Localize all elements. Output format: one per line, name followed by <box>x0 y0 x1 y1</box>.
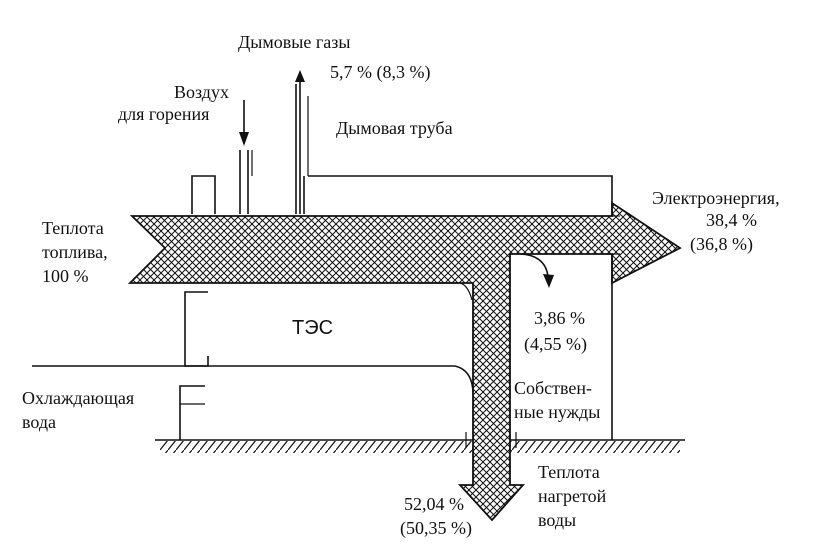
flue-gases-value: 5,7 % (8,3 %) <box>330 62 430 83</box>
main-flow-arrow <box>127 201 682 522</box>
hot-water-label-line3: воды <box>538 510 576 530</box>
chimney-label: Дымовая труба <box>336 118 453 138</box>
air-label-line1: Воздух <box>174 82 229 102</box>
aux-label-line2: ные нужды <box>514 402 600 422</box>
hot-water-ticks <box>465 432 517 448</box>
electricity-ticks <box>604 215 620 255</box>
flue-gas-arrow <box>295 70 305 214</box>
fuel-label-line1: Теплота <box>42 218 104 238</box>
electricity-value-1: 38,4 % <box>706 210 757 230</box>
aux-value-1: 3,86 % <box>534 308 585 328</box>
flue-gases-title: Дымовые газы <box>238 32 350 52</box>
hot-water-value-1: 52,04 % <box>404 494 464 514</box>
hot-water-label-line1: Теплота <box>538 462 600 482</box>
hot-water-value-2: (50,35 %) <box>400 518 472 539</box>
fuel-label-line3: 100 % <box>42 266 89 286</box>
plant-label: ТЭС <box>292 317 333 339</box>
electricity-value-2: (36,8 %) <box>690 234 753 255</box>
aux-value-2: (4,55 %) <box>524 334 587 355</box>
electricity-title: Электроэнергия, <box>652 188 780 208</box>
air-label-line2: для горения <box>118 104 209 124</box>
aux-label-line1: Собствен- <box>514 378 592 398</box>
plant-outline <box>32 84 613 440</box>
ground-hatch <box>160 441 680 453</box>
hot-water-label-line2: нагретой <box>538 486 607 506</box>
fuel-label-line2: топлива, <box>42 242 108 262</box>
cooling-label-line1: Охлаждающая <box>22 388 134 408</box>
aux-needs-arrow <box>519 253 554 288</box>
cooling-label-line2: вода <box>22 412 56 432</box>
air-inlet-arrow <box>239 100 249 146</box>
